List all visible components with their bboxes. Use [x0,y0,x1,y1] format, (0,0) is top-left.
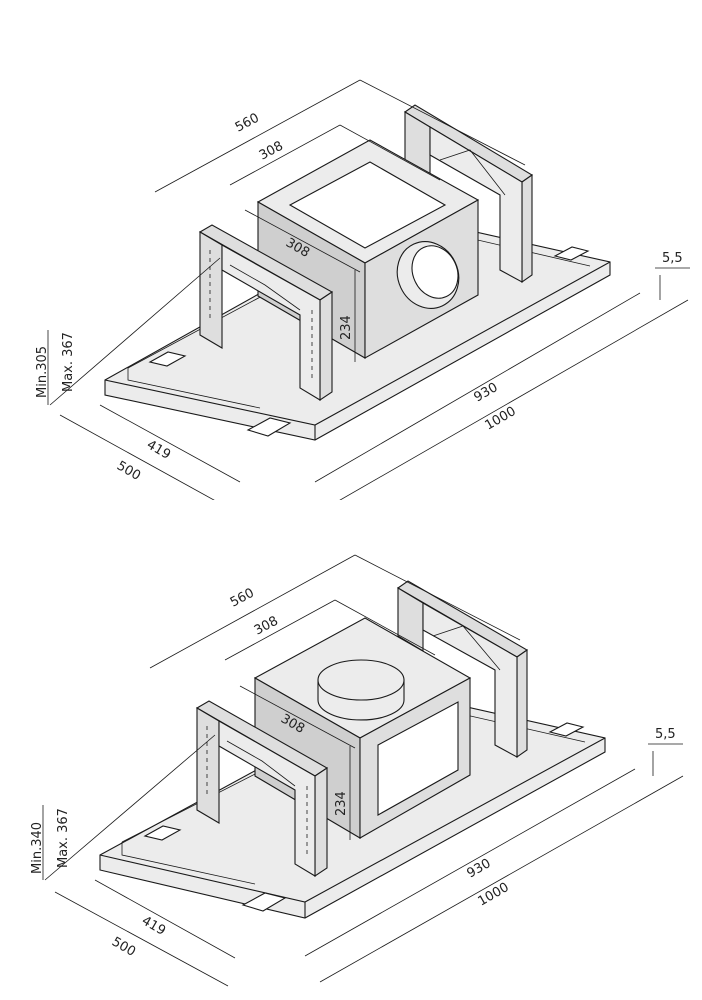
dim-419: 419 [144,437,173,462]
rear-bracket [396,580,529,759]
dim-560: 560 [228,586,257,611]
dim-234: 234 [339,315,354,340]
dim-308-top: 308 [257,139,286,164]
dim-930: 930 [472,380,501,405]
dim-234: 234 [334,791,349,816]
hood-drawing-top: 560 308 308 234 Min.305 Max. 367 5,5 930… [35,79,690,500]
dimension-lines [47,79,690,500]
dimension-lines [42,554,684,987]
dim-5-5: 5,5 [655,727,676,742]
side-outlet [396,241,460,309]
rear-bracket [403,104,534,284]
dim-min: Min.340 [30,822,45,874]
hood-drawing-top-svg: 560 308 308 234 Min.305 Max. 367 5,5 930… [35,79,690,500]
dim-max: Max. 367 [56,808,71,868]
dim-419: 419 [139,913,168,938]
dim-max: Max. 367 [61,332,76,392]
dim-560: 560 [233,111,262,136]
base-clips [148,246,590,437]
hood-drawing-bottom: 560 308 308 234 Min.340 Max. 367 5,5 930… [0,470,702,987]
base-clips [143,722,585,912]
hood-drawing-bottom-svg: 560 308 308 234 Min.340 Max. 367 5,5 930… [30,554,684,987]
top-outlet [317,659,405,721]
dim-1000: 1000 [476,880,512,910]
dim-500: 500 [109,934,138,959]
dim-308-top: 308 [252,614,281,639]
dim-min: Min.305 [35,346,50,398]
dim-930: 930 [465,856,494,881]
dim-1000: 1000 [483,404,519,434]
front-bracket [195,700,329,878]
dim-5-5: 5,5 [662,251,683,266]
